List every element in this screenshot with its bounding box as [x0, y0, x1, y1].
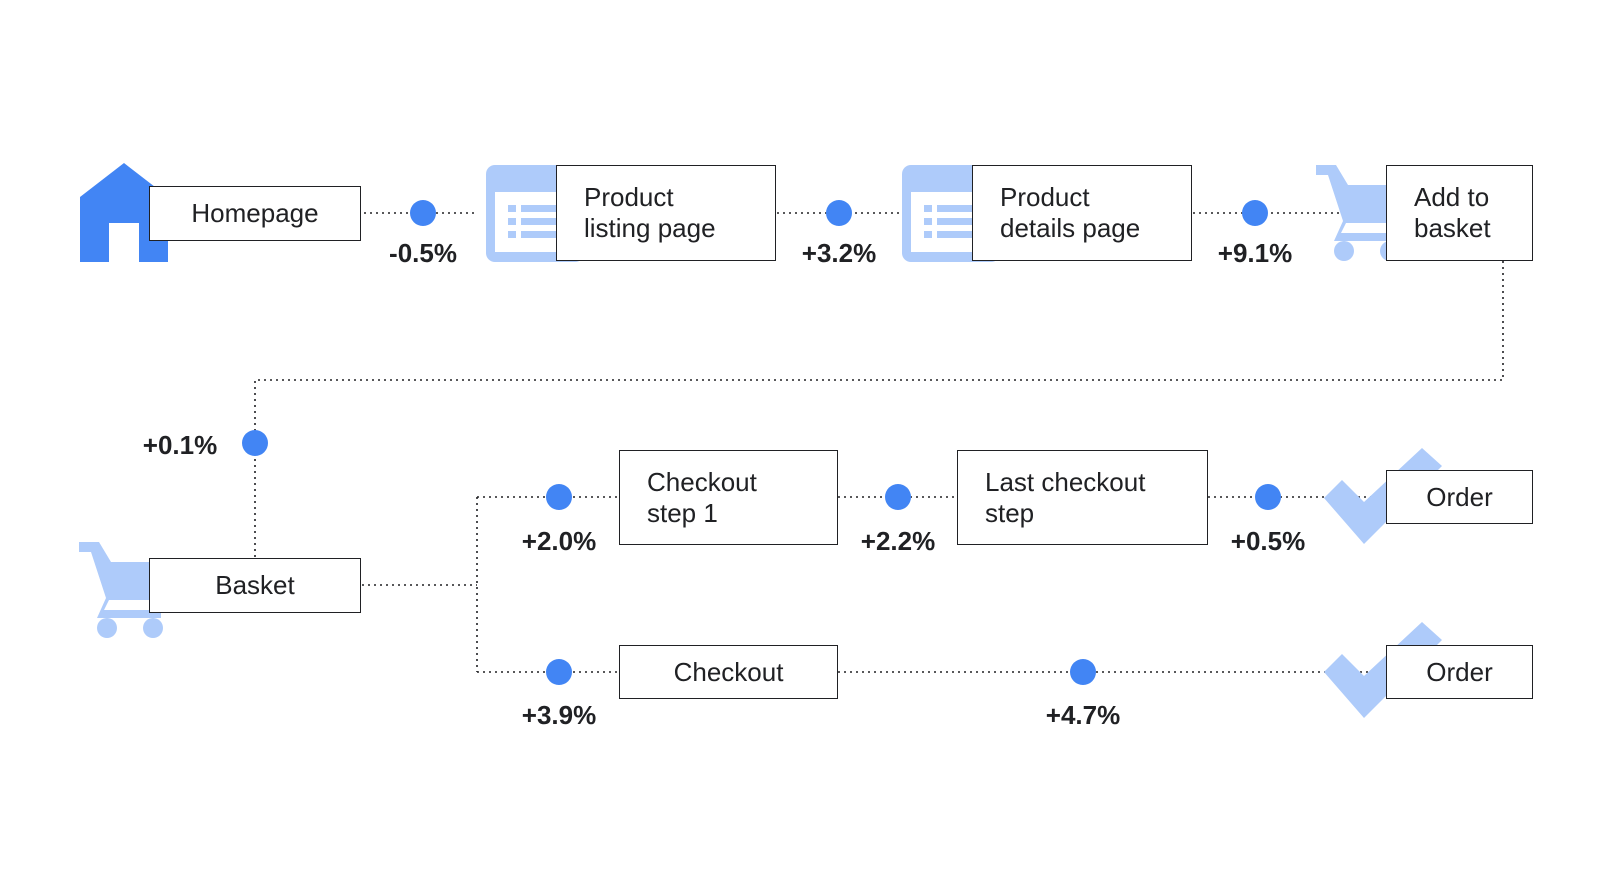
step-checkout: Checkout [619, 645, 838, 699]
step-label: Homepage [191, 198, 319, 228]
step-add-to-basket: Add to basket [1386, 165, 1533, 261]
change-label: +3.2% [801, 238, 877, 268]
transition-dot [885, 484, 911, 510]
step-order-bottom: Order [1386, 645, 1533, 699]
step-checkout-step-1: Checkout step 1 [619, 450, 838, 545]
change-label: -0.5% [389, 238, 457, 268]
home-icon [80, 163, 168, 262]
step-last-checkout-step: Last checkout step [957, 450, 1208, 545]
transition-dot [546, 659, 572, 685]
step-product-details: Product details page [972, 165, 1192, 261]
step-order-top: Order [1386, 470, 1533, 524]
change-label: +9.1% [1217, 238, 1293, 268]
step-label: Order [1426, 481, 1493, 512]
transition-dot [1255, 484, 1281, 510]
change-label: +0.1% [142, 430, 218, 460]
transition-dot [410, 200, 436, 226]
change-label: +2.0% [521, 526, 597, 556]
step-product-listing: Product listing page [556, 165, 776, 261]
step-label: Basket [215, 570, 295, 600]
step-label: Order [1426, 656, 1493, 687]
step-label: Checkout step 1 [647, 466, 757, 528]
transition-dot [1070, 659, 1096, 685]
step-label: Product listing page [584, 182, 716, 243]
transition-dot [546, 484, 572, 510]
change-label: +3.9% [521, 700, 597, 730]
step-homepage: Homepage [149, 186, 361, 241]
step-label: Last checkout step [985, 466, 1146, 528]
change-label: +4.7% [1045, 700, 1121, 730]
step-basket: Basket [149, 558, 361, 613]
change-label: +0.5% [1230, 526, 1306, 556]
transition-dot [826, 200, 852, 226]
step-label: Product details page [1000, 182, 1141, 243]
transition-dot [242, 430, 268, 456]
step-label: Checkout [673, 656, 784, 687]
connector-add-basket [254, 261, 1504, 558]
step-label: Add to basket [1414, 182, 1491, 243]
change-label: +2.2% [860, 526, 936, 556]
transition-dot [1242, 200, 1268, 226]
